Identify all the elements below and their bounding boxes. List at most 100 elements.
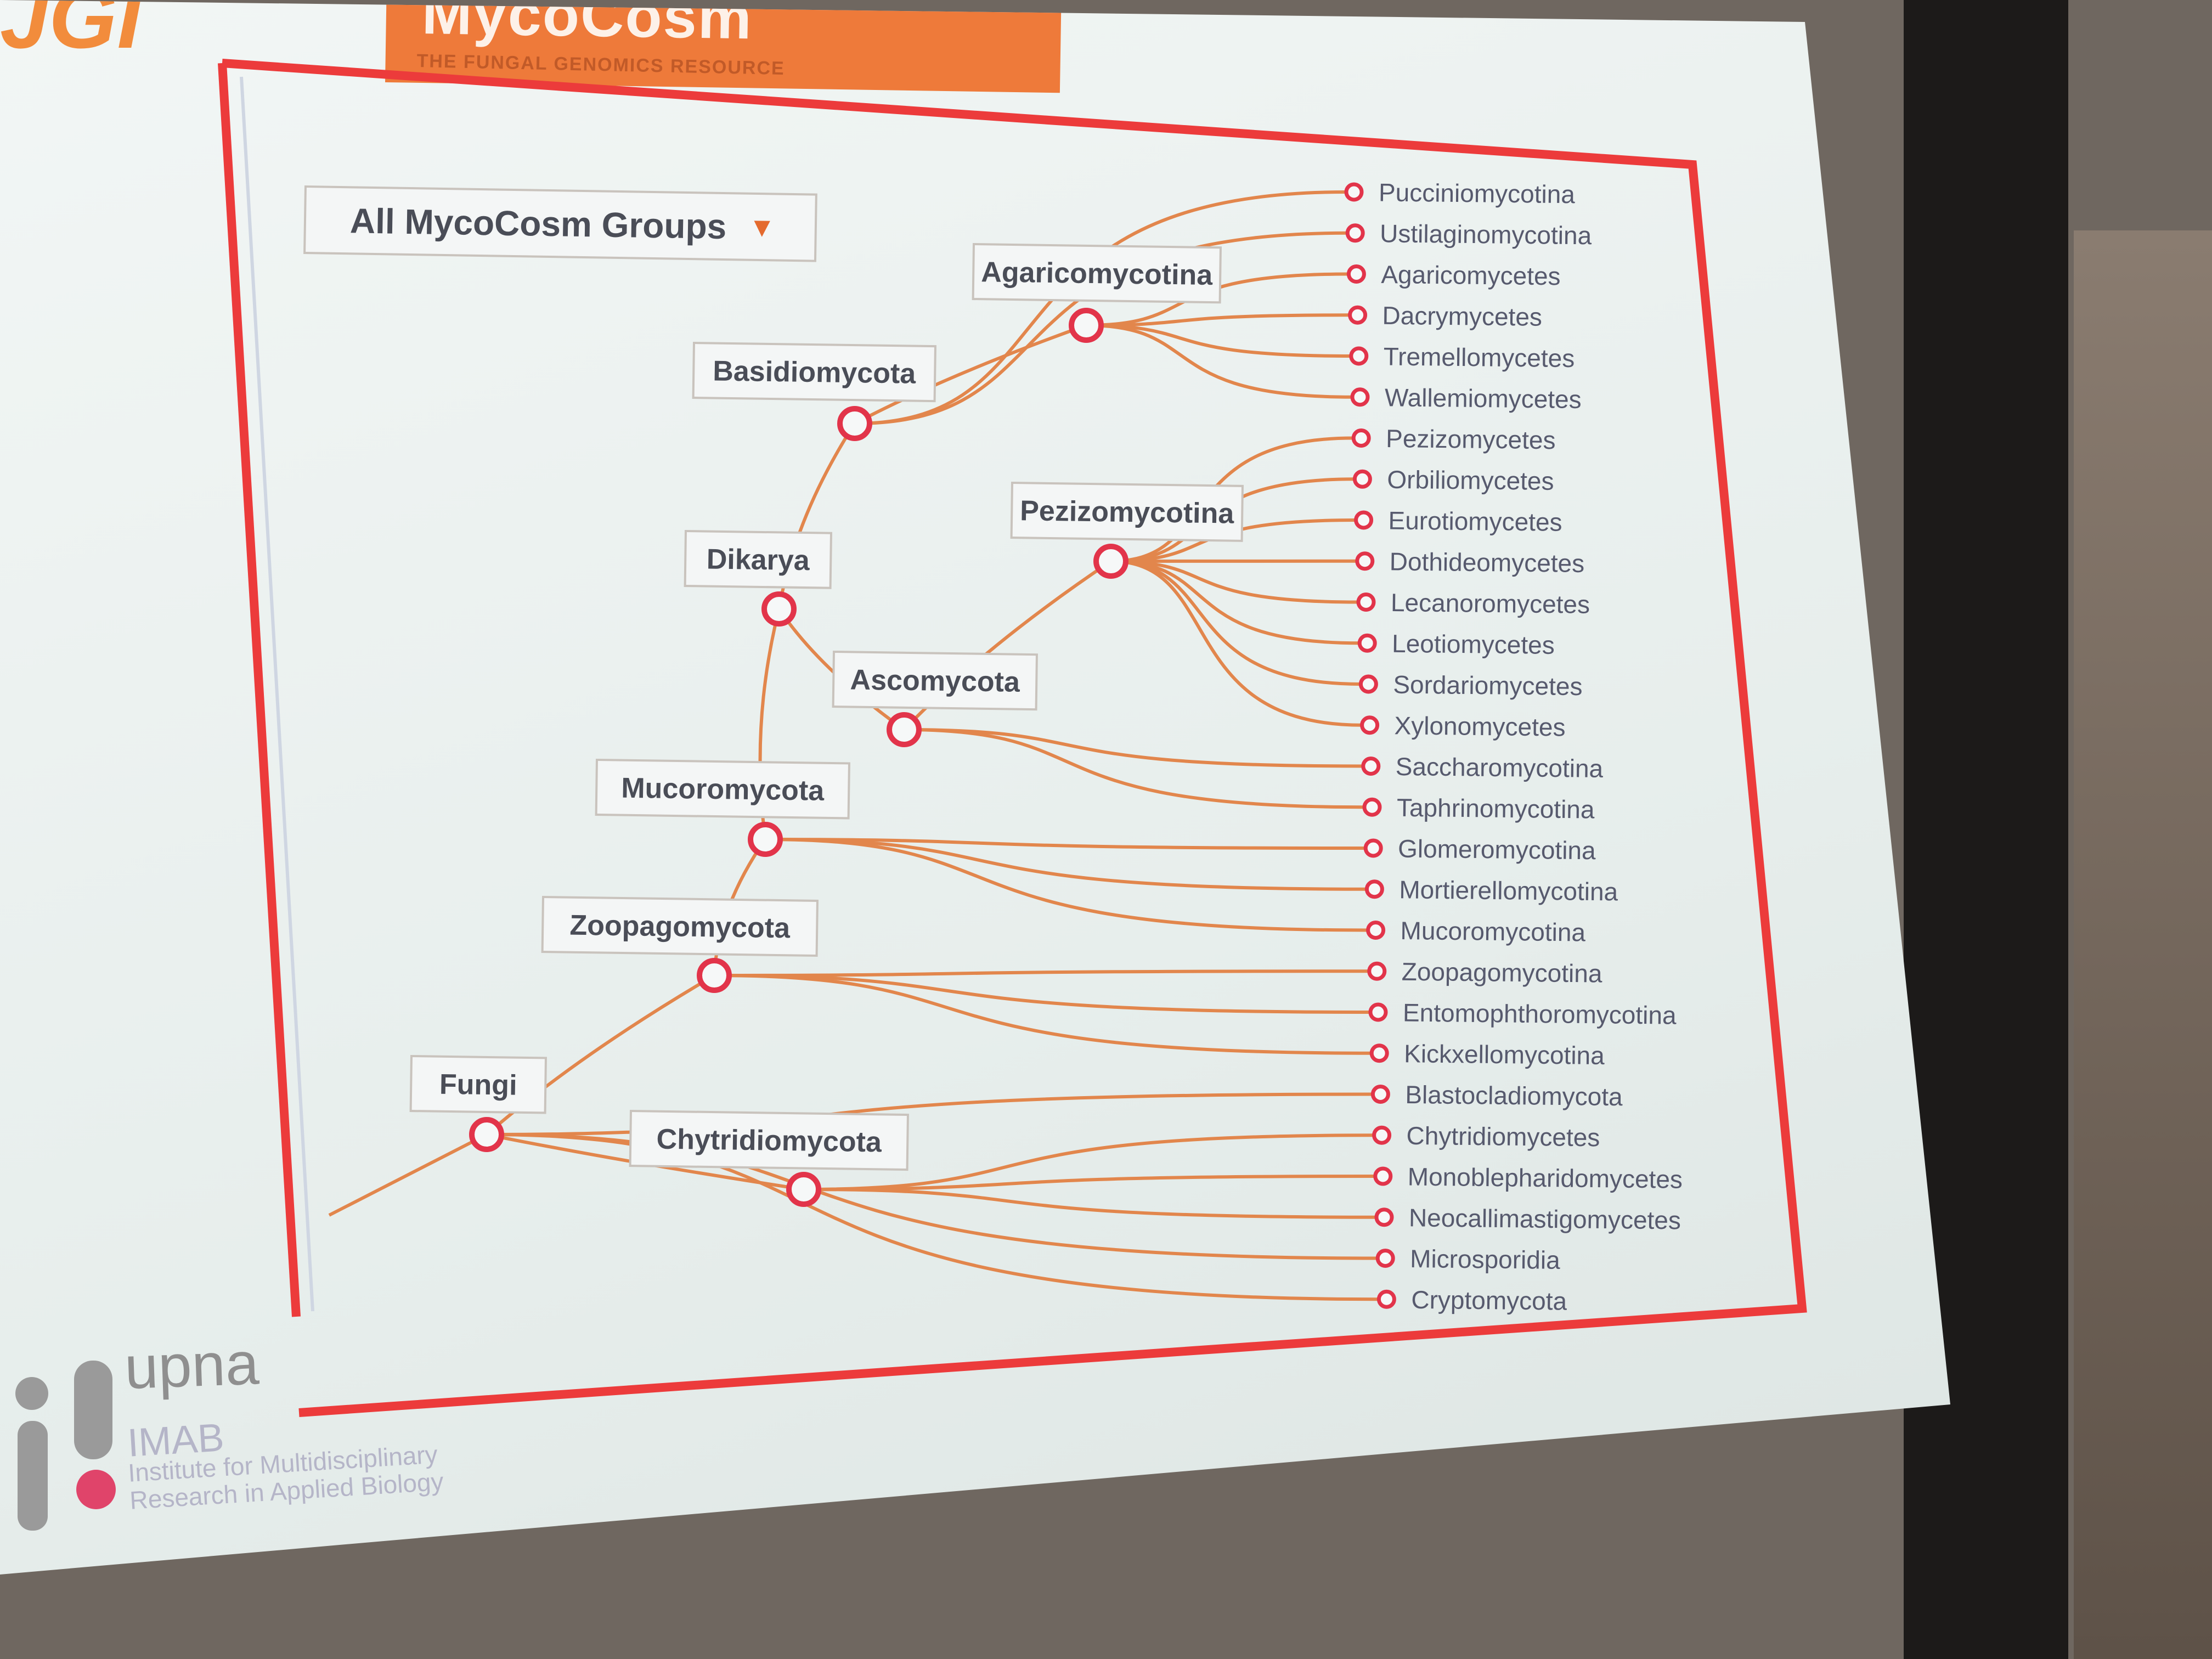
node-agaricomycotina-marker[interactable] — [1069, 308, 1104, 343]
leaf-branch — [904, 728, 1363, 768]
leaf-label[interactable]: Lecanoromycetes — [1391, 588, 1590, 619]
leaf-label[interactable]: Eurotiomycetes — [1388, 506, 1562, 536]
node-ascomycota-label-box[interactable]: Ascomycota — [832, 650, 1038, 711]
leaf-node-marker[interactable] — [1373, 1166, 1393, 1186]
node-fungi-label-box[interactable]: Fungi — [409, 1054, 548, 1114]
leaf-node-marker[interactable] — [1364, 879, 1384, 899]
leaf-branch — [1110, 560, 1359, 604]
node-mucoromycota-marker[interactable] — [748, 822, 783, 857]
projected-slide: JGI MycoCosm THE FUNGAL GENOMICS RESOURC… — [0, 0, 1950, 1575]
leaf-node-marker[interactable] — [1368, 1002, 1388, 1022]
node-fungi-label: Fungi — [439, 1069, 517, 1102]
triangle-down-icon: ▼ — [748, 211, 776, 242]
node-ascomycota-marker[interactable] — [887, 712, 922, 747]
node-mucoromycota-label: Mucoromycota — [621, 772, 825, 807]
leaf-label[interactable]: Kickxellomycotina — [1404, 1039, 1605, 1070]
leaf-label[interactable]: Pucciniomycotina — [1379, 178, 1576, 208]
leaf-label[interactable]: Microsporidia — [1410, 1244, 1560, 1274]
node-zoopagomycota-label: Zoopagomycota — [569, 910, 791, 945]
leaf-node-marker[interactable] — [1362, 797, 1382, 817]
group-dropdown-label: All MycoCosm Groups — [349, 200, 727, 246]
leaf-node-marker[interactable] — [1369, 1043, 1389, 1063]
leaf-node-marker[interactable] — [1357, 633, 1377, 653]
leaf-label[interactable]: Cryptomycota — [1411, 1285, 1567, 1316]
leaf-branch — [904, 728, 1365, 809]
node-dikarya-label: Dikarya — [706, 544, 810, 577]
leaf-label[interactable]: Dacrymycetes — [1382, 301, 1542, 331]
group-dropdown[interactable]: All MycoCosm Groups ▼ — [303, 185, 817, 262]
node-mucoromycota-label-box[interactable]: Mucoromycota — [595, 758, 850, 820]
leaf-label[interactable]: Agaricomycetes — [1381, 260, 1561, 290]
upna-label: upna — [123, 1329, 260, 1402]
leaf-label[interactable]: Wallemiomycetes — [1385, 383, 1582, 414]
projector-screen-edge — [1904, 0, 2068, 1659]
leaf-branch — [1086, 313, 1350, 327]
leaf-node-marker[interactable] — [1360, 715, 1380, 735]
node-pezizomycotina-label-box[interactable]: Pezizomycotina — [1010, 481, 1244, 542]
node-fungi-marker[interactable] — [469, 1117, 504, 1152]
root-branch — [328, 1133, 488, 1217]
frame-border — [222, 59, 1807, 1417]
leaf-node-marker[interactable] — [1375, 1249, 1395, 1268]
leaf-node-marker[interactable] — [1348, 305, 1368, 325]
leaf-label[interactable]: Saccharomycotina — [1396, 752, 1604, 783]
node-pezizomycotina-marker[interactable] — [1093, 544, 1128, 579]
node-zoopagomycota-marker[interactable] — [697, 958, 732, 993]
leaf-branch — [765, 838, 1366, 850]
leaf-label[interactable]: Chytridiomycetes — [1406, 1121, 1600, 1152]
leaf-label[interactable]: Glomeromycotina — [1398, 834, 1596, 865]
node-dikarya-marker[interactable] — [761, 591, 797, 627]
tree-canvas: Fungi Dikarya Basidiomycota Agaricomycotina… — [218, 59, 1807, 1417]
leaf-label[interactable]: Taphrinomycotina — [1397, 793, 1595, 824]
node-basidiomycota-label-box[interactable]: Basidiomycota — [692, 341, 936, 403]
leaf-node-marker[interactable] — [1372, 1125, 1392, 1145]
leaf-label[interactable]: Monoblepharidomycetes — [1408, 1162, 1683, 1193]
node-dikarya-label-box[interactable]: Dikarya — [684, 529, 833, 589]
leaf-node-marker[interactable] — [1358, 674, 1378, 694]
leaf-node-marker[interactable] — [1367, 961, 1387, 981]
leaf-label[interactable]: Zoopagomycotina — [1402, 957, 1603, 988]
node-agaricomycotina-label-box[interactable]: Agaricomycotina — [972, 242, 1222, 304]
leaf-label[interactable]: Blastocladiomycota — [1405, 1080, 1623, 1111]
leaf-node-marker[interactable] — [1352, 469, 1372, 489]
leaf-label[interactable]: Orbiliomycetes — [1387, 465, 1554, 495]
leaf-label[interactable]: Pezizomycetes — [1386, 424, 1556, 454]
leaf-branch — [803, 1188, 1377, 1219]
node-basidiomycota-marker[interactable] — [837, 406, 872, 441]
leaf-node-marker[interactable] — [1344, 182, 1364, 202]
leaf-node-marker[interactable] — [1374, 1207, 1394, 1227]
node-chytridiomycota-label-box[interactable]: Chytridiomycota — [629, 1109, 909, 1171]
leaf-node-marker[interactable] — [1351, 428, 1371, 448]
leaf-node-marker[interactable] — [1349, 346, 1369, 366]
leaf-label[interactable]: Leotiomycetes — [1392, 629, 1555, 659]
leaf-label[interactable]: Dothideomycetes — [1390, 547, 1585, 578]
leaf-node-marker[interactable] — [1366, 921, 1386, 940]
leaf-node-marker[interactable] — [1350, 387, 1370, 407]
leaf-node-marker[interactable] — [1363, 838, 1383, 858]
leaf-label[interactable]: Tremellomycetes — [1384, 342, 1575, 373]
leaf-node-marker[interactable] — [1355, 551, 1375, 571]
node-ascomycota-label: Ascomycota — [850, 664, 1020, 698]
leaf-node-marker[interactable] — [1376, 1289, 1396, 1309]
leaf-node-marker[interactable] — [1354, 510, 1374, 530]
leaf-branch — [1110, 560, 1362, 727]
node-zoopagomycota-label-box[interactable]: Zoopagomycota — [541, 895, 819, 957]
leaf-node-marker[interactable] — [1346, 264, 1366, 284]
leaf-label[interactable]: Entomophthoromycotina — [1403, 998, 1677, 1029]
leaf-label[interactable]: Neocallimastigomycetes — [1409, 1203, 1681, 1234]
background-wall — [2074, 230, 2212, 1659]
leaf-label[interactable]: Sordariomycetes — [1393, 670, 1583, 701]
leaf-branch — [714, 974, 1372, 1055]
node-chytridiomycota-marker[interactable] — [786, 1172, 821, 1207]
leaf-node-marker[interactable] — [1345, 223, 1365, 243]
branch-dikarya-ascomycota — [777, 608, 905, 731]
leaf-branch — [765, 838, 1367, 891]
leaf-node-marker[interactable] — [1370, 1085, 1390, 1104]
leaf-node-marker[interactable] — [1361, 757, 1381, 776]
node-basidiomycota-label: Basidiomycota — [713, 355, 917, 390]
leaf-label[interactable]: Mortierellomycotina — [1399, 875, 1618, 906]
leaf-label[interactable]: Mucoromycotina — [1400, 916, 1585, 947]
leaf-node-marker[interactable] — [1356, 592, 1376, 612]
leaf-label[interactable]: Xylonomycetes — [1394, 711, 1565, 741]
leaf-label[interactable]: Ustilaginomycotina — [1380, 219, 1592, 250]
